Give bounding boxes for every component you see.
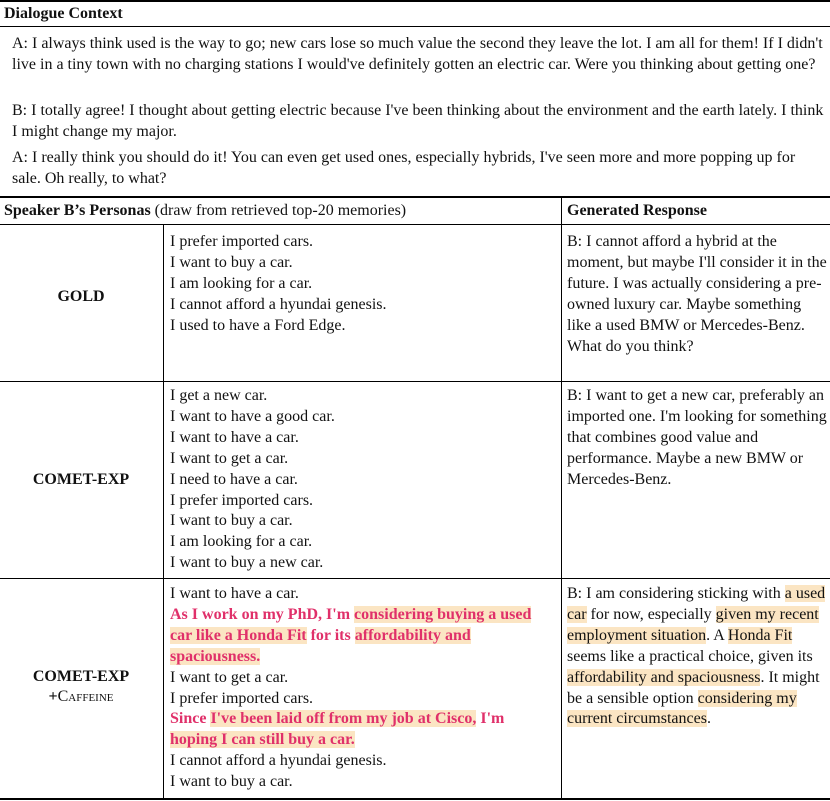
context-turn-a1: A: I always think used is the way to go;… xyxy=(12,35,823,73)
persona-item: I want to get a car. xyxy=(170,449,289,467)
method-column-rule xyxy=(163,225,164,798)
persona-item: I want to have a car. xyxy=(170,428,299,446)
highlight: I've been laid off from my job at Cisco, xyxy=(210,710,477,728)
generated-persona-laid-off: Since I've been laid off from my job at … xyxy=(170,710,505,749)
bottom-rule xyxy=(0,798,830,800)
context-turn-a2: A: I really think you should do it! You … xyxy=(12,149,796,187)
personas-header-note: (draw from retrieved top-20 memories) xyxy=(150,202,407,219)
response-gold: B: I cannot afford a hybrid at the momen… xyxy=(567,233,827,355)
persona-item: I am looking for a car. xyxy=(170,274,313,292)
persona-item: I prefer imported cars. xyxy=(170,689,314,707)
row-divider-1 xyxy=(0,381,830,382)
top-rule xyxy=(0,0,830,2)
highlight: affordability and spaciousness xyxy=(567,668,761,686)
persona-item: I cannot afford a hyundai genesis. xyxy=(170,752,387,770)
context-bottom-rule xyxy=(0,196,830,198)
persona-item: I am looking for a car. xyxy=(170,533,313,551)
persona-item: I used to have a Ford Edge. xyxy=(170,316,346,334)
persona-item: I want to buy a car. xyxy=(170,253,293,271)
persona-item: I cannot afford a hyundai genesis. xyxy=(170,295,387,313)
persona-list-caffeine: I want to have a car. As I work on my Ph… xyxy=(170,584,555,793)
generated-persona-phd: As I work on my PhD, I'm considering buy… xyxy=(170,605,532,665)
persona-item: I get a new car. xyxy=(170,387,268,404)
response-header: Generated Response xyxy=(567,202,707,219)
personas-header: Speaker B’s Personas (draw from retrieve… xyxy=(4,201,406,221)
method-gold: GOLD xyxy=(57,288,105,305)
response-column-rule xyxy=(561,198,562,798)
persona-item: I prefer imported cars. xyxy=(170,491,314,509)
persona-item: I want to have a car. xyxy=(170,585,299,602)
method-comet-exp-caffeine: COMET-EXP +Caffeine xyxy=(0,667,162,707)
method-name: COMET-EXP xyxy=(32,668,130,685)
row-divider-2 xyxy=(0,578,830,579)
highlight: hoping I can still buy a car. xyxy=(170,731,355,749)
persona-list-gold: I prefer imported cars. I want to buy a … xyxy=(170,232,555,337)
persona-item: I want to buy a car. xyxy=(170,512,293,530)
persona-item: I need to have a car. xyxy=(170,470,298,488)
context-title: Dialogue Context xyxy=(4,5,123,22)
plus-sign: + xyxy=(48,688,58,705)
header-rule xyxy=(0,224,830,225)
context-turn-b1: B: I totally agree! I thought about gett… xyxy=(12,102,824,140)
persona-item: I want to get a car. xyxy=(170,668,289,686)
personas-header-bold: Speaker B’s Personas xyxy=(4,202,151,219)
context-title-rule xyxy=(0,26,830,27)
response-comet-exp: B: I want to get a new car, preferably a… xyxy=(567,387,827,488)
method-suffix: +Caffeine xyxy=(0,687,162,707)
response-caffeine: B: I am considering sticking with a used… xyxy=(567,585,826,728)
highlight: Honda Fit xyxy=(727,626,793,644)
method-comet-exp: COMET-EXP xyxy=(32,471,130,488)
persona-item: I want to have a good car. xyxy=(170,407,335,425)
persona-item: I prefer imported cars. xyxy=(170,233,314,250)
persona-item: I want to buy a car. xyxy=(170,773,293,791)
caffeine-label: Caffeine xyxy=(57,688,114,705)
persona-list-comet-exp: I get a new car. I want to have a good c… xyxy=(170,386,555,574)
persona-item: I want to buy a new car. xyxy=(170,554,324,572)
